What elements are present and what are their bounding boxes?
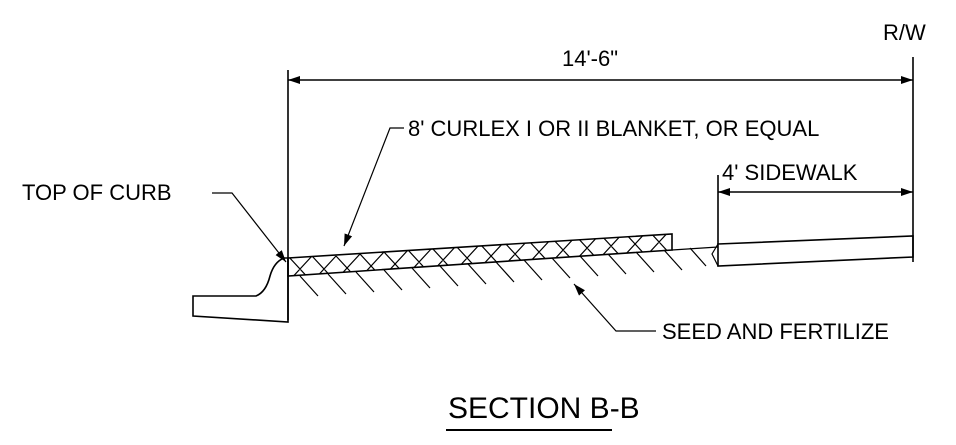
top-of-curb-label: TOP OF CURB (22, 180, 172, 205)
blanket-leader (343, 127, 404, 247)
row-label: R/W (883, 20, 926, 45)
blanket-hatching (288, 234, 672, 276)
seed-note: SEED AND FERTILIZE (662, 319, 889, 344)
overall-dimension-label: 14'-6" (562, 46, 618, 71)
blanket-note: 8' CURLEX I OR II BLANKET, OR EQUAL (408, 116, 819, 141)
seed-leader (573, 283, 656, 332)
top-of-curb-leader (212, 192, 287, 263)
sidewalk-dimension-label: 4' SIDEWALK (722, 160, 858, 185)
section-title: SECTION B-B (448, 392, 640, 425)
sidewalk-break (711, 243, 719, 267)
curb-gutter (192, 257, 289, 323)
sidewalk-slab (717, 235, 914, 267)
ground-hatching (299, 246, 719, 297)
